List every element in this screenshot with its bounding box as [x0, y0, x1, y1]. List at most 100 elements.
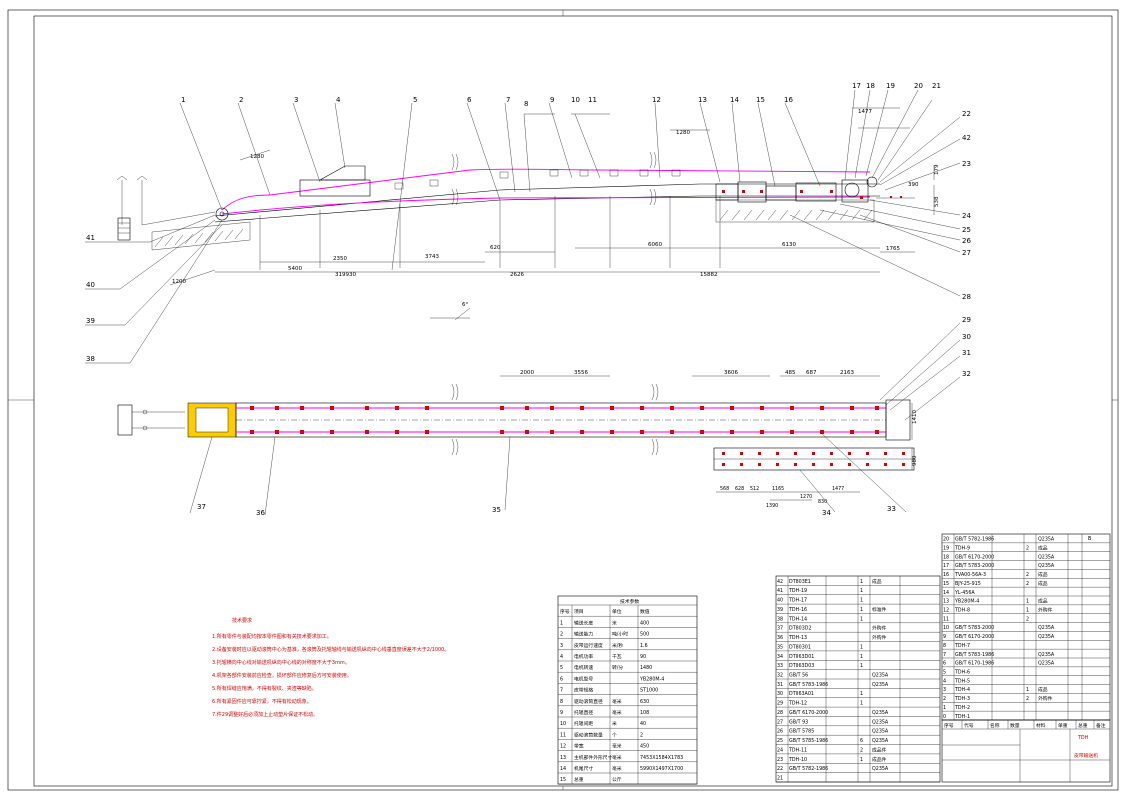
bolt-marker: [722, 463, 725, 466]
idler-marker: [500, 430, 504, 434]
dim-568: 568: [720, 486, 729, 492]
bom-left-cell: 成品件: [872, 756, 887, 763]
spec-cell: 驱动滚筒数量: [574, 731, 603, 738]
spec-cell: 450: [640, 744, 649, 750]
bolt-marker: [776, 463, 779, 466]
dim-1390: 1390: [766, 503, 778, 509]
idler-marker: [850, 406, 854, 410]
bom-left-cell: 38: [777, 616, 783, 622]
bom-left-cell: GB/T 5783-1986: [789, 682, 828, 688]
bom-left-cell: 35: [777, 644, 783, 650]
spec-cell: 电机转速: [574, 664, 593, 671]
callout-30: 30: [962, 333, 971, 341]
spec-cell: 12: [560, 744, 566, 750]
dim-512: 512: [750, 486, 759, 492]
dim-390: 390: [908, 182, 919, 188]
dim-687: 687: [806, 370, 817, 376]
bom-left-cell: 成品: [872, 578, 882, 585]
spec-cell: 输送长度: [574, 619, 593, 626]
bolt-marker: [848, 452, 851, 455]
title-block-col-header: 名称: [990, 722, 1000, 729]
spec-title: 技术参数: [620, 598, 639, 605]
spec-cell: 2: [560, 632, 563, 638]
bom-left-cell: GB/T 6170-2000: [789, 710, 828, 716]
spec-cell: 630: [640, 699, 649, 705]
spec-cell: 5: [560, 665, 563, 671]
bom-right-cell: 成品: [1038, 571, 1048, 578]
idler-marker: [875, 406, 879, 410]
note-line-7: 7.件29调整好后必须加上止动垫片保证不松动。: [212, 711, 318, 718]
bom-left-cell: 25: [777, 738, 783, 744]
bom-left-cell: 21: [777, 776, 783, 782]
bolt-marker: [794, 452, 797, 455]
bom-left-cell: 外购件: [872, 625, 887, 632]
callout-9: 9: [550, 96, 554, 104]
callout-3: 3: [294, 96, 298, 104]
spec-header-cell: 序号: [560, 608, 570, 615]
spec-cell: 11: [560, 732, 566, 738]
title-block-col-header: 序号: [944, 722, 954, 729]
dim-980: 980: [912, 455, 918, 466]
spec-cell: 电机型号: [574, 675, 593, 682]
callout-38: 38: [86, 355, 95, 363]
bom-left-cell: 1: [860, 607, 863, 613]
bom-right-cell: 15: [943, 581, 949, 587]
callout-34: 34: [822, 509, 831, 517]
bom-left-cell: TDH-17: [788, 598, 807, 604]
bom-right-cell: 8: [943, 643, 946, 649]
dim-1270: 1270: [800, 494, 812, 500]
bom-left-cell: 1: [860, 598, 863, 604]
bom-right-cell: BJY-25-915: [955, 581, 981, 587]
spec-cell: 5990X1497X1700: [640, 766, 683, 772]
callout-32: 32: [962, 370, 971, 378]
dim-3556: 3556: [574, 370, 588, 376]
bolt-marker: [722, 452, 725, 455]
bolt-marker: [902, 463, 905, 466]
dim-620: 620: [490, 245, 501, 251]
callout-19: 19: [886, 82, 895, 90]
idler-marker: [330, 406, 334, 410]
bom-left-cell: TDH-13: [788, 635, 807, 641]
spec-cell: 90: [640, 654, 646, 660]
spec-cell: 400: [640, 620, 649, 626]
spec-cell: 主机部件外形尺寸: [574, 754, 613, 761]
bom-left-cell: 1: [860, 588, 863, 594]
bom-left-cell: TDH-16: [788, 607, 807, 613]
dim-319930: 319930: [335, 272, 356, 278]
bom-left-cell: Q235A: [872, 729, 889, 735]
dim-1477: 1477: [858, 109, 872, 115]
bom-right-cell: TDH-2: [954, 705, 970, 711]
bom-right-cell: 16: [943, 572, 949, 578]
idler-marker: [850, 430, 854, 434]
idler-marker: [395, 406, 399, 410]
title-block-col-header: 总重: [1078, 722, 1088, 729]
spec-cell: 14: [560, 766, 566, 772]
bolt-marker: [740, 463, 743, 466]
bom-left-cell: 外购件: [872, 634, 887, 641]
inner-frame: [33, 15, 1113, 787]
note-line-2: 2.设备安装时应以驱动滚筒中心为基准，各滚筒及托辊轴线与输送机纵向中心线垂直度误…: [212, 646, 449, 653]
bom-left-cell: DTII63A01: [789, 691, 814, 697]
bom-right-cell: GB/T 6170-1986: [955, 661, 994, 667]
bom-right-cell: Q235A: [1038, 661, 1055, 667]
bom-right-cell: 10: [943, 625, 949, 631]
spec-cell: 毫米: [612, 765, 622, 772]
dim-628: 628: [735, 486, 744, 492]
bolt-marker: [758, 463, 761, 466]
dim-3743: 3743: [425, 254, 439, 260]
bom-left-cell: TDH-10: [788, 757, 807, 763]
callout-8: 8: [524, 100, 528, 108]
bom-right-cell: 11: [943, 616, 949, 622]
bom-left-cell: GB/T 5782-1986: [789, 766, 828, 772]
callout-21: 21: [932, 82, 941, 90]
spec-cell: 13: [560, 755, 566, 761]
dim-15882: 15882: [700, 272, 718, 278]
bolt-marker: [812, 463, 815, 466]
spec-cell: 4: [560, 654, 563, 660]
bom-left-cell: GB/T 93: [789, 719, 808, 725]
bom-right-cell: TDH-3: [954, 696, 970, 702]
bom-left-cell: Q235A: [872, 738, 889, 744]
